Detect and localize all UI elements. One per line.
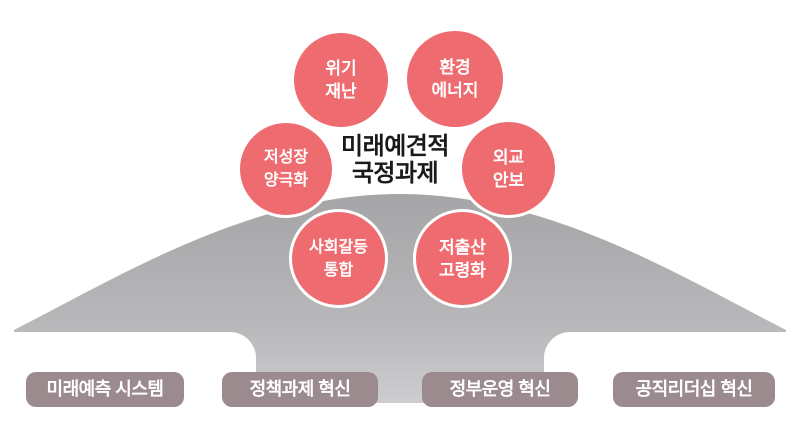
diagram-center-title: 미래예견적 국정과제	[341, 133, 449, 187]
foundation-box-policy-task-innovation: 정책과제 혁신	[222, 372, 378, 407]
foundation-box-future-forecast-system: 미래예측 시스템	[26, 372, 184, 407]
challenge-circle-environment-energy: 환경 에너지	[407, 31, 503, 127]
mountain-path	[14, 194, 786, 403]
foundation-box-public-leadership-innovation: 공직리더십 혁신	[613, 372, 775, 407]
challenge-circle-low-growth-polarization: 저성장 양극화	[240, 123, 332, 215]
foundation-box-government-operation-innovation: 정부운영 혁신	[422, 372, 578, 407]
challenge-circle-low-birthrate-aging: 저출산 고령화	[416, 212, 509, 305]
challenge-circle-diplomacy-security: 외교 안보	[462, 122, 555, 215]
challenge-circle-crisis-disaster: 위기 재난	[294, 33, 388, 127]
challenge-circle-social-conflict-integration: 사회갈등 통합	[292, 212, 385, 305]
